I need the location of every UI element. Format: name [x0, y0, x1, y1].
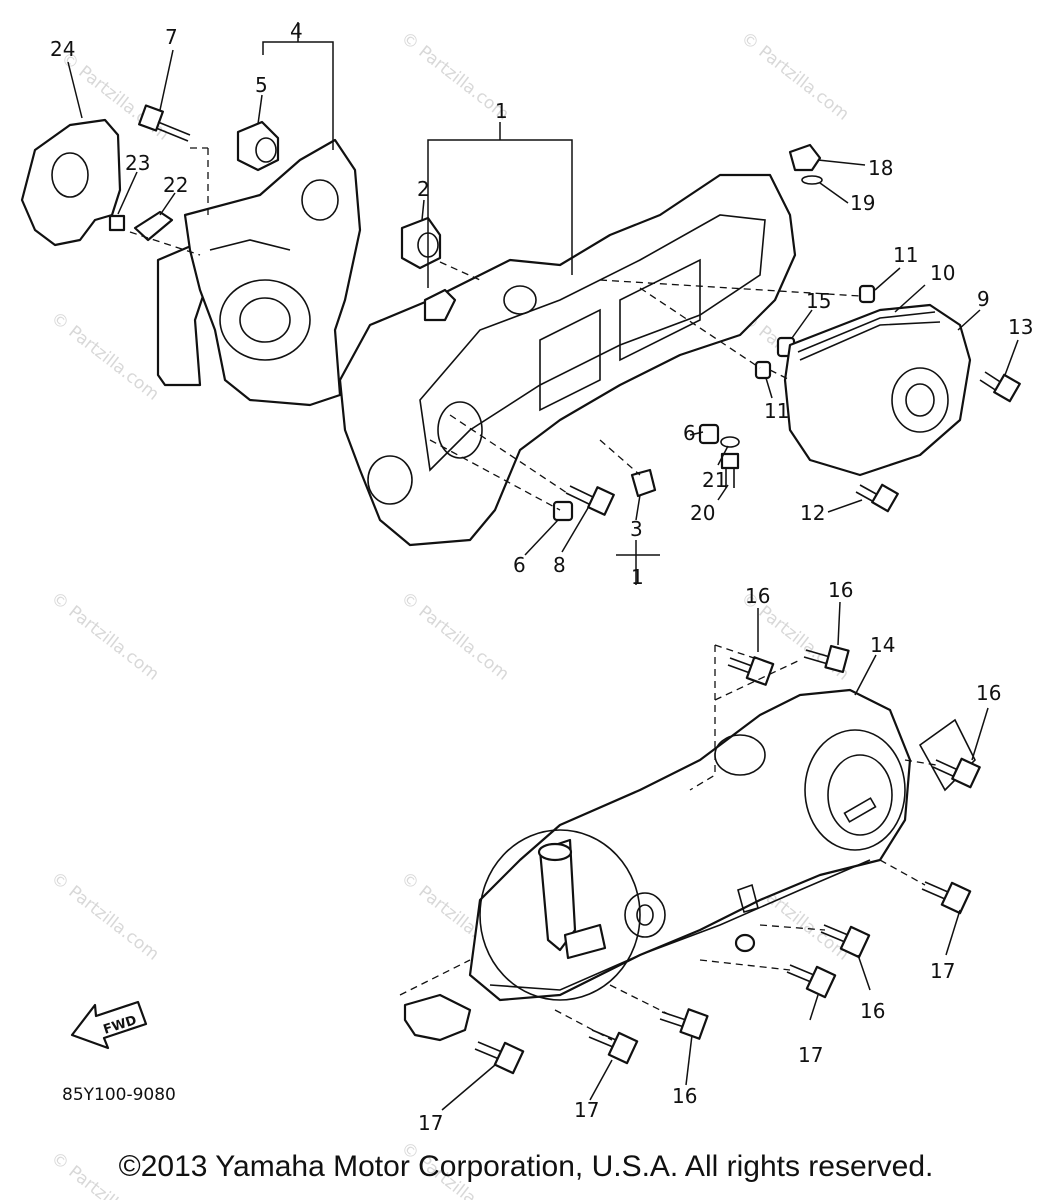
part-16-bolt-a[interactable] — [727, 656, 775, 686]
part-19-washer[interactable] — [801, 175, 823, 185]
part-11-dowel-lower[interactable] — [754, 360, 772, 380]
part-21-washer[interactable] — [720, 436, 740, 448]
copyright-notice: ©2013 Yamaha Motor Corporation, U.S.A. A… — [118, 1150, 934, 1183]
part-22-clip[interactable] — [133, 210, 174, 242]
callout-7[interactable]: 7 — [165, 25, 178, 49]
part-6-dowel-right[interactable] — [698, 423, 720, 445]
callout-4[interactable]: 4 — [290, 19, 303, 43]
callout-6-right[interactable]: 6 — [683, 421, 696, 445]
part-10-gasket — [797, 311, 936, 353]
watermark-text: © Partzilla.com — [47, 868, 163, 965]
callout-16-a[interactable]: 16 — [745, 584, 770, 608]
callout-13[interactable]: 13 — [1008, 315, 1033, 339]
part-16-bolt-d[interactable] — [820, 924, 871, 959]
upper-leader-lines — [67, 22, 1019, 585]
watermark-text: © Partzilla.com — [737, 28, 853, 125]
callout-5[interactable]: 5 — [255, 73, 268, 97]
part-3-cap[interactable] — [630, 468, 657, 498]
part-17-bolt-c[interactable] — [588, 1029, 639, 1065]
callout-21[interactable]: 21 — [702, 468, 727, 492]
callout-3[interactable]: 3 — [630, 517, 643, 541]
callout-14[interactable]: 14 — [870, 633, 895, 657]
part-16-bolt-c[interactable] — [932, 757, 981, 789]
callout-15[interactable]: 15 — [806, 289, 831, 313]
watermark-text: © Partzilla.com — [47, 308, 163, 405]
part-17-bolt-a[interactable] — [921, 881, 972, 915]
part-9-cover[interactable] — [783, 303, 972, 477]
callout-labels: 24 7 4 5 23 22 1 2 18 19 11 10 9 13 15 1… — [50, 19, 1033, 1135]
callout-17-c[interactable]: 17 — [574, 1098, 599, 1122]
part-17-bolt-b[interactable] — [786, 964, 837, 999]
part-11-dowel-upper[interactable] — [858, 284, 876, 304]
callout-16-b[interactable]: 16 — [828, 578, 853, 602]
callout-2[interactable]: 2 — [417, 177, 430, 201]
part-20-bolt[interactable] — [720, 452, 740, 488]
callout-24[interactable]: 24 — [50, 37, 75, 61]
callout-17-b[interactable]: 17 — [798, 1043, 823, 1067]
callout-19[interactable]: 19 — [850, 191, 875, 215]
callout-11-mid[interactable]: 11 — [764, 399, 789, 423]
part-4-crankcase-left[interactable] — [183, 138, 362, 407]
callout-20[interactable]: 20 — [690, 501, 715, 525]
callout-1-top[interactable]: 1 — [495, 99, 508, 123]
callout-9[interactable]: 9 — [977, 287, 990, 311]
part-18-drain-plug[interactable] — [788, 143, 822, 172]
callout-17-d[interactable]: 17 — [418, 1111, 443, 1135]
bracket-lower — [403, 993, 472, 1042]
part-17-bolt-d[interactable] — [474, 1041, 525, 1075]
part-7-bolt[interactable] — [138, 104, 191, 142]
callout-22[interactable]: 22 — [163, 173, 188, 197]
part-13-bolt[interactable] — [979, 371, 1021, 403]
callout-18[interactable]: 18 — [868, 156, 893, 180]
callout-16-e[interactable]: 16 — [672, 1084, 697, 1108]
callout-16-c[interactable]: 16 — [976, 681, 1001, 705]
part-24-plate[interactable] — [20, 118, 122, 247]
callout-23[interactable]: 23 — [125, 151, 150, 175]
callout-16-d[interactable]: 16 — [860, 999, 885, 1023]
part-2-bushing[interactable] — [400, 216, 442, 270]
callout-8[interactable]: 8 — [553, 553, 566, 577]
callout-10[interactable]: 10 — [930, 261, 955, 285]
watermark-text: © Partzilla.com — [397, 588, 513, 685]
lower-leader-lines — [399, 601, 989, 1111]
callout-12[interactable]: 12 — [800, 501, 825, 525]
part-12-bolt[interactable] — [855, 483, 899, 513]
watermark-text: © Partzilla.com — [47, 588, 163, 685]
callout-11-top[interactable]: 11 — [893, 243, 918, 267]
callout-17-a[interactable]: 17 — [930, 959, 955, 983]
part-23-nut[interactable] — [108, 214, 126, 232]
part-8-bolt[interactable] — [565, 485, 615, 516]
part-5-bushing[interactable] — [236, 120, 280, 172]
washer-lower — [734, 883, 759, 953]
diagram-code: 85Y100-9080 — [62, 1085, 176, 1105]
part-16-bolt-b[interactable] — [803, 644, 850, 674]
part-14-transmission-cover[interactable] — [468, 688, 976, 1002]
fwd-arrow-icon: FWD — [70, 1000, 148, 1050]
callout-1-bottom[interactable]: 1 — [631, 565, 644, 589]
part-6-dowel-left[interactable] — [552, 500, 574, 522]
callout-6-left[interactable]: 6 — [513, 553, 526, 577]
